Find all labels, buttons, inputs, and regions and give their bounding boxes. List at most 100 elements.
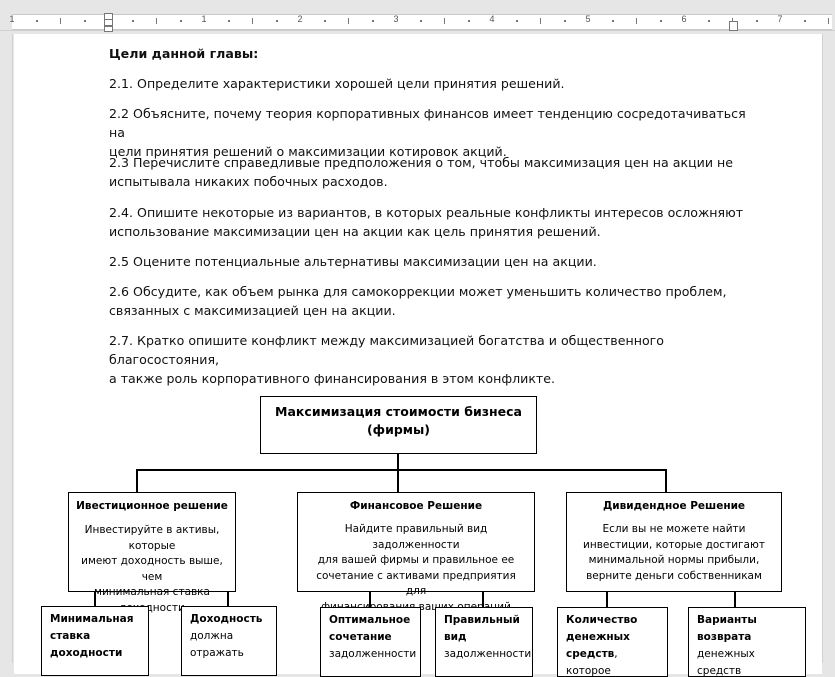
leaf-min-rate-box[interactable]: Минимальная ставка доходности [41,606,149,676]
leaf-cash-return-box[interactable]: Варианты возврата денежных средств [688,607,806,677]
paragraph-line: использование максимизации цен на акции … [109,224,601,239]
ruler-tick [156,18,157,24]
branch-title: Дивидендное Решение [602,500,746,512]
ruler-tick [372,20,374,22]
paragraph-line: 2.6 Обсудите, как объем рынка для самоко… [109,284,727,299]
branch-title: Ивестиционное решение [76,500,228,512]
financing-decision-box[interactable]: Финансовое Решение Найдите правильный ви… [297,492,535,613]
ruler-tick [636,18,637,24]
leaf-line: Оптимальное [329,614,411,626]
ruler-tick [468,20,470,22]
right-indent-marker[interactable] [729,21,738,31]
leaf-cash-amount-box[interactable]: Количество денежных средств, которое [557,607,668,677]
branch-body-line: минимальной нормы прибыли, [588,554,760,566]
leaf-line: должна [190,630,234,642]
paragraph-2-6[interactable]: 2.6 Обсудите, как объем рынка для самоко… [109,282,749,320]
branch-body-line: сочетание с активами предприятия для [316,569,516,598]
ruler-tick [324,20,326,22]
connector-line [136,469,138,492]
ruler-tick [660,20,662,22]
ruler-tick [444,18,445,24]
ruler-tick [252,18,253,24]
leaf-debt-type-box[interactable]: Правильный вид задолженности [435,607,533,677]
connector-line [227,592,229,607]
investment-decision-box[interactable]: Ивестиционное решение Инвестируйте в акт… [68,492,236,614]
connector-line [136,469,667,471]
paragraph-line: 2.3 Перечислите справедливые предположен… [109,155,734,170]
paragraph-line: 2.7. Кратко опишите конфликт между макси… [109,333,664,367]
ruler-tick [228,20,230,22]
left-indent-marker[interactable] [104,26,113,32]
branch-body-line: Инвестируйте в активы, которые [84,524,220,552]
leaf-line: Варианты [697,614,757,626]
ruler-tick [540,18,541,24]
ruler-tick [420,20,422,22]
paragraph-line: 2.1. Определите характеристики хорошей ц… [109,76,565,91]
connector-line [482,592,484,608]
connector-line [606,592,608,608]
paragraph-line: 2.5 Оцените потенциальные альтернативы м… [109,254,597,269]
ruler-tick [276,20,278,22]
leaf-line: средств [566,648,615,660]
leaf-line: Минимальная [50,613,134,625]
paragraph-2-1[interactable]: 2.1. Определите характеристики хорошей ц… [109,74,749,93]
ruler-number: 1 [9,14,15,24]
connector-line [94,592,96,607]
ruler-number: 2 [297,14,303,24]
leaf-line: сочетание [329,631,392,643]
leaf-line: возврата [697,631,752,643]
leaf-optimal-mix-box[interactable]: Оптимальное сочетание задолженности [320,607,421,677]
leaf-line: отражать [190,647,244,659]
ruler-number: 3 [393,14,399,24]
branch-body: Если вы не можете найти инвестиции, кото… [567,522,781,584]
paragraph-2-3[interactable]: 2.3 Перечислите справедливые предположен… [109,153,749,191]
ruler-tick [84,20,86,22]
branch-body-line: Если вы не можете найти [602,523,746,535]
page-right-edge [822,34,823,663]
page-margin-area [823,34,835,663]
diagram-root-box[interactable]: Максимизация стоимости бизнеса (фирмы) [260,396,537,454]
branch-body: Найдите правильный вид задолженности для… [298,522,534,615]
leaf-line: Количество [566,614,638,626]
ruler-number: 6 [681,14,687,24]
ruler-number: 4 [489,14,495,24]
paragraph-2-5[interactable]: 2.5 Оцените потенциальные альтернативы м… [109,252,749,271]
paragraph-2-7[interactable]: 2.7. Кратко опишите конфликт между макси… [109,331,749,388]
branch-body-line: верните деньги собственникам [586,569,762,582]
leaf-line: доходности [50,647,123,659]
ruler-tick [804,20,806,22]
leaf-line: денежных средств [697,648,755,677]
dividend-decision-box[interactable]: Дивидендное Решение Если вы не можете на… [566,492,782,592]
ruler-tick [60,18,61,24]
paragraph-line: цели принятия решений о максимизации кот… [109,144,507,159]
ruler-number: 5 [585,14,591,24]
ruler-tick [612,20,614,22]
connector-line [734,592,736,608]
branch-title: Финансовое Решение [349,500,483,512]
paragraph-line: испытывала никаких побочных расходов. [109,174,388,189]
leaf-return-box[interactable]: Доходность должна отражать [181,606,277,676]
ruler-tick [180,20,182,22]
paragraph-line: 2.2 Объясните, почему теория корпоративн… [109,106,746,140]
branch-body-line: инвестиции, которые достигают [583,538,765,551]
connector-line [397,454,399,470]
paragraph-2-4[interactable]: 2.4. Опишите некоторые из вариантов, в к… [109,203,749,241]
root-title-line: Максимизация стоимости бизнеса [275,404,522,419]
paragraph-line: связанных с максимизацией цен на акции. [109,303,396,318]
leaf-line: ставка [50,630,91,642]
chapter-goals-heading: Цели данной главы: [109,46,259,61]
branch-body-line: Найдите правильный вид задолженности [344,523,488,551]
ruler-tick [516,20,518,22]
ruler-band [12,14,832,30]
hanging-indent-marker[interactable] [104,19,113,26]
leaf-line: Доходность [190,613,263,625]
ruler-number: 7 [777,14,783,24]
ruler-tick [756,20,758,22]
ruler-number: 1 [201,14,207,24]
page-left-edge [12,34,13,663]
ruler-tick [36,20,38,22]
ruler-tick [348,18,349,24]
branch-body-line: имеют доходность выше, чем [81,555,223,583]
paragraph-2-2[interactable]: 2.2 Объясните, почему теория корпоративн… [109,104,749,161]
leaf-line: задолженности [444,648,532,660]
